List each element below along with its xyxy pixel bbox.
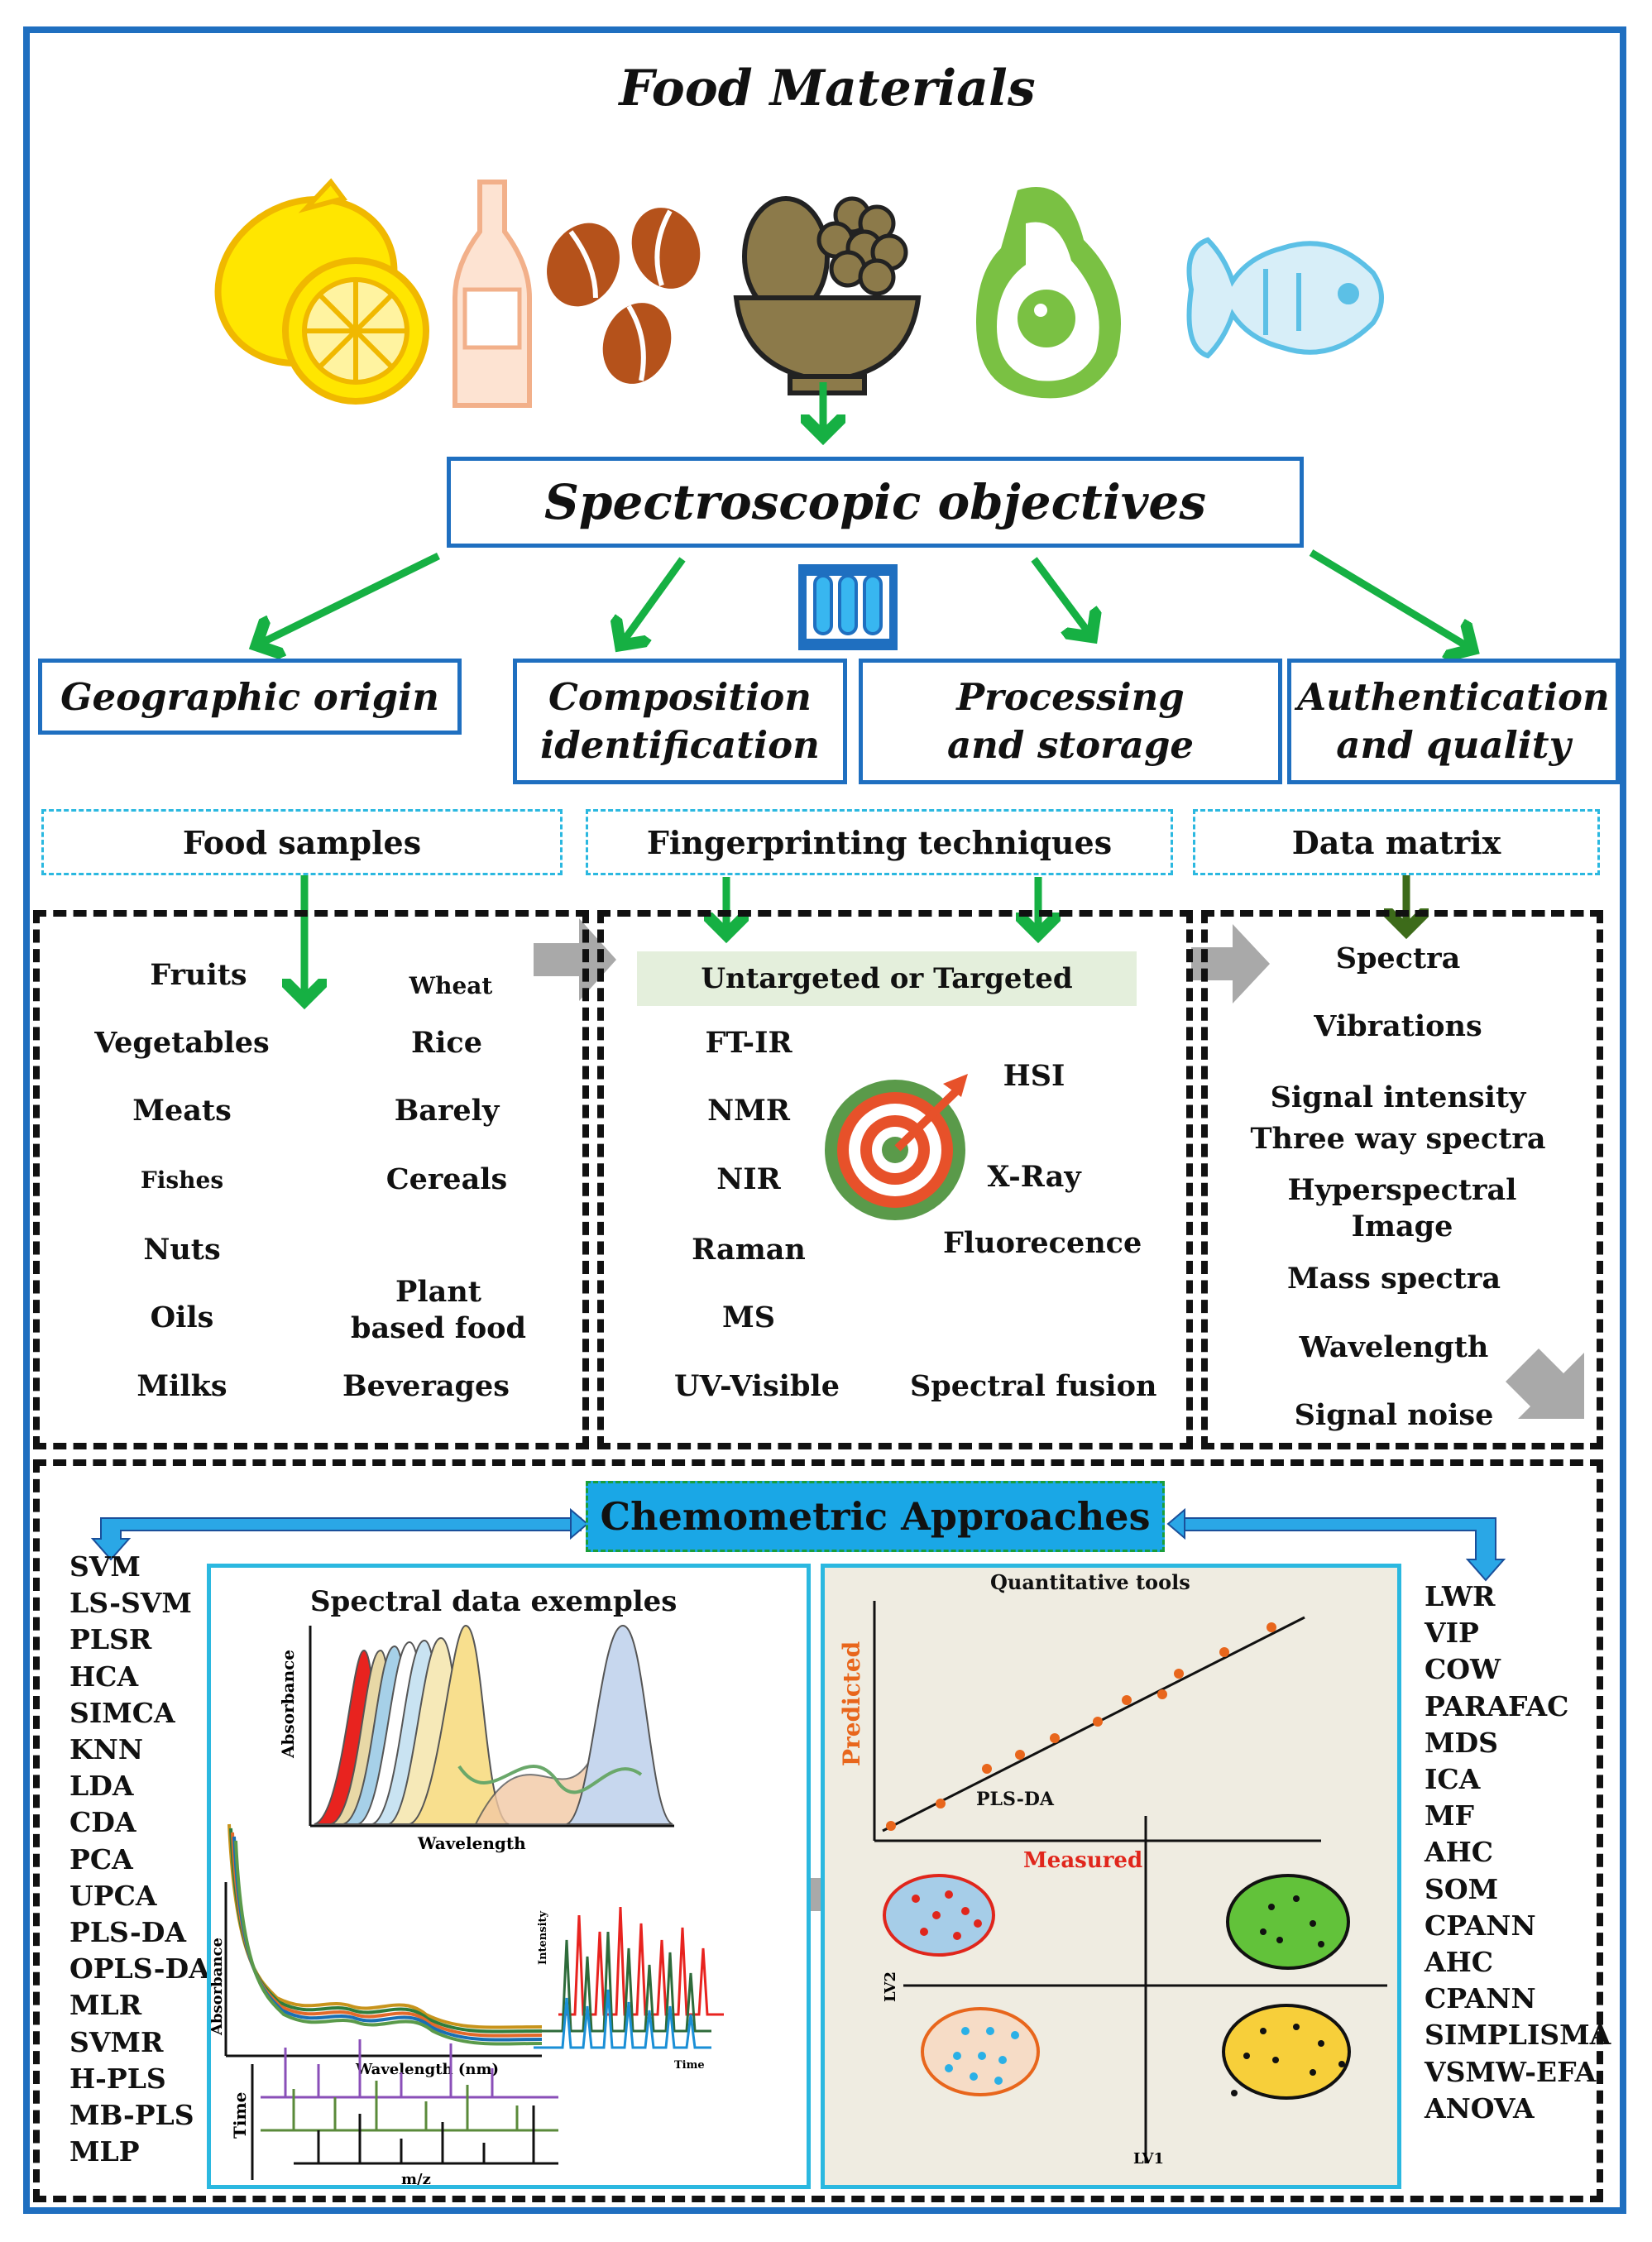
food-fruits: Fruits	[150, 958, 247, 992]
data-matrix-box	[1201, 910, 1603, 1449]
fish-icon	[1186, 237, 1384, 359]
quant-xlabel: Measured	[1023, 1848, 1142, 1873]
food-samples-box	[33, 910, 589, 1449]
food-fishes: Fishes	[140, 1167, 224, 1194]
spectral-panel	[207, 1564, 811, 2189]
objective-authentication-quality: Authentication and quality	[1287, 659, 1620, 784]
objective-composition-identification: Composition identification	[513, 659, 847, 784]
gray-arrow-3	[1506, 1349, 1584, 1419]
svg-text:m/z: m/z	[401, 2171, 431, 2185]
tech-raman: Raman	[692, 1233, 806, 1267]
spectroscopic-objectives-title: Spectroscopic objectives	[544, 474, 1206, 530]
spectroscopic-objectives-box: Spectroscopic objectives	[447, 457, 1304, 548]
untargeted-banner: Untargeted or Targeted	[637, 951, 1137, 1006]
spectral-figure: Spectral data exemples Absorbance Wavele…	[211, 1585, 724, 2185]
svg-text:LV2: LV2	[882, 1971, 899, 2002]
test-tube-rack-icon	[798, 564, 898, 650]
regression-points	[886, 1622, 1276, 1831]
tech-ftir: FT-IR	[705, 1026, 792, 1060]
tech-spectral-fusion: Spectral fusion	[910, 1369, 1157, 1403]
chemometric-title-box: Chemometric Approaches	[586, 1481, 1165, 1552]
coffee-beans-icon	[547, 208, 701, 384]
food-wheat: Wheat	[409, 972, 493, 999]
svg-text:Wavelength (nm): Wavelength (nm)	[355, 2061, 499, 2078]
svg-text:Time: Time	[230, 2092, 250, 2139]
cluster-orange	[921, 2007, 1040, 2096]
dm-wavelength: Wavelength	[1299, 1330, 1489, 1364]
svg-text:Wavelength: Wavelength	[417, 1833, 526, 1853]
food-nuts: Nuts	[143, 1233, 221, 1267]
food-samples-header: Food samples	[41, 809, 563, 875]
food-rice: Rice	[411, 1026, 482, 1060]
svg-text:Intensity: Intensity	[537, 1910, 549, 1965]
tech-fluorescence: Fluorecence	[943, 1226, 1142, 1260]
chemometric-title: Chemometric Approaches	[600, 1494, 1151, 1539]
food-oils: Oils	[150, 1301, 214, 1334]
fingerprinting-header: Fingerprinting techniques	[586, 809, 1173, 875]
dm-signal-noise: Signal noise	[1294, 1398, 1494, 1432]
target-icon	[825, 1074, 968, 1220]
gray-arrow-1	[534, 918, 616, 1001]
svg-text:Absorbance: Absorbance	[278, 1650, 298, 1759]
food-plant-based: Plant based food	[351, 1275, 526, 1345]
food-vegetables: Vegetables	[94, 1026, 270, 1060]
dm-image: Image	[1351, 1210, 1453, 1243]
chromatogram	[534, 1906, 724, 2049]
gray-arrow-2	[1191, 924, 1270, 1004]
bottle-icon	[453, 180, 532, 408]
page-title: Food Materials	[619, 60, 1036, 117]
food-beverages: Beverages	[342, 1369, 510, 1403]
dm-hyperspectral: Hyperspectral	[1287, 1173, 1517, 1207]
plsda-label: PLS-DA	[976, 1789, 1055, 1810]
svg-text:Time: Time	[674, 2059, 705, 2072]
avocado-icon	[976, 187, 1121, 399]
outer-frame	[23, 26, 1626, 2214]
quant-figure: Quantitative tools Predicted Measured PL…	[838, 1570, 1387, 2168]
svg-text:LV1: LV1	[1133, 2150, 1164, 2168]
tech-nmr: NMR	[707, 1094, 790, 1128]
tech-ms: MS	[721, 1301, 776, 1334]
tech-nir: NIR	[716, 1162, 781, 1196]
svg-text:Absorbance: Absorbance	[211, 1938, 226, 2036]
tech-xray: X-Ray	[987, 1160, 1081, 1194]
dm-spectra: Spectra	[1335, 941, 1461, 975]
dm-signal-intensity: Signal intensity	[1270, 1080, 1526, 1114]
food-milks: Milks	[136, 1369, 227, 1403]
tech-hsi: HSI	[1003, 1059, 1065, 1093]
fruit-bowl-icon	[733, 196, 922, 395]
lemon-icon	[214, 178, 429, 405]
data-matrix-header: Data matrix	[1193, 809, 1600, 875]
absorbance-curves	[227, 1823, 543, 2046]
objective-processing-storage: Processing and storage	[859, 659, 1282, 784]
dm-vibrations: Vibrations	[1314, 1009, 1482, 1043]
dm-mass-spectra: Mass spectra	[1286, 1262, 1501, 1296]
cluster-yellow	[1222, 2004, 1351, 2100]
dm-three-way: Three way spectra	[1250, 1122, 1546, 1156]
tech-uv-visible: UV-Visible	[674, 1369, 840, 1403]
food-icons	[214, 178, 1384, 408]
food-barely: Barely	[394, 1094, 500, 1128]
quant-title: Quantitative tools	[990, 1570, 1190, 1594]
cluster-green	[1226, 1874, 1350, 1970]
inset-peaks	[314, 1624, 673, 1825]
food-meats: Meats	[132, 1094, 232, 1128]
food-cereals: Cereals	[385, 1162, 508, 1196]
quant-ylabel: Predicted	[838, 1641, 865, 1766]
chemometric-box	[33, 1459, 1603, 2202]
ms-stacks	[251, 2039, 558, 2180]
cluster-blue	[883, 1874, 995, 1957]
spectral-panel-title: Spectral data exemples	[310, 1585, 677, 1618]
objective-geographic-origin: Geographic origin	[38, 659, 462, 735]
fingerprinting-box	[597, 910, 1193, 1449]
